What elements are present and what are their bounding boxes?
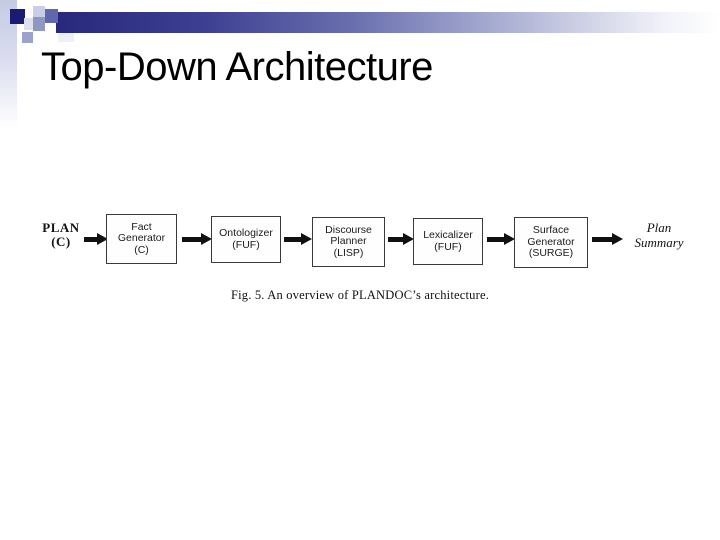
node-line: Lexicalizer [423, 229, 473, 241]
left-gradient-strip [0, 0, 17, 128]
plan-summary-line-1: Plan [646, 220, 672, 235]
flow-arrow-4 [388, 233, 414, 245]
plan-input-line-1: PLAN [42, 220, 80, 235]
decor-square-mid [33, 17, 45, 31]
flow-arrow-2 [182, 233, 212, 245]
node-line: Discourse [325, 223, 372, 236]
plan-input-line-2: (C) [51, 233, 71, 249]
node-line: Generator [527, 235, 575, 248]
flow-arrow-3 [284, 233, 312, 245]
node-discourse-planner: Discourse Planner (LISP) [312, 217, 385, 267]
header-gradient-bar [56, 12, 720, 33]
node-ontologizer: Ontologizer (FUF) [211, 216, 281, 263]
node-lexicalizer: Lexicalizer (FUF) [413, 218, 483, 265]
decor-square-pale [24, 18, 34, 30]
decor-square-light [33, 6, 45, 18]
node-line: Surface [532, 224, 570, 237]
node-surface-generator: Surface Generator (SURGE) [514, 217, 588, 268]
plan-summary-line-2: Summary [634, 235, 684, 250]
node-line: Generator [117, 232, 166, 245]
decor-square-dark [10, 9, 25, 24]
node-line: (SURGE) [528, 247, 574, 260]
slide-title: Top-Down Architecture [41, 45, 433, 89]
node-line: (LISP) [333, 246, 364, 259]
decor-square-ghost [58, 33, 74, 42]
node-line: Fact [131, 220, 152, 233]
node-line: Ontologizer [219, 227, 273, 239]
decor-square-lavender [22, 32, 33, 43]
flow-arrow-1 [84, 233, 108, 245]
figure-caption: Fig. 5. An overview of PLANDOC’s archite… [230, 288, 490, 302]
node-line: (FUF) [232, 238, 260, 251]
decor-square-blue [45, 9, 58, 23]
node-line: (FUF) [434, 240, 462, 253]
flow-arrow-6 [592, 233, 623, 245]
plan-summary-label: Plan Summary [626, 220, 692, 250]
node-line: Planner [330, 235, 367, 248]
node-line: (C) [134, 243, 149, 256]
flow-arrow-5 [487, 233, 515, 245]
node-fact-generator: Fact Generator (C) [106, 214, 177, 264]
plan-input-label: PLAN (C) [34, 221, 88, 248]
